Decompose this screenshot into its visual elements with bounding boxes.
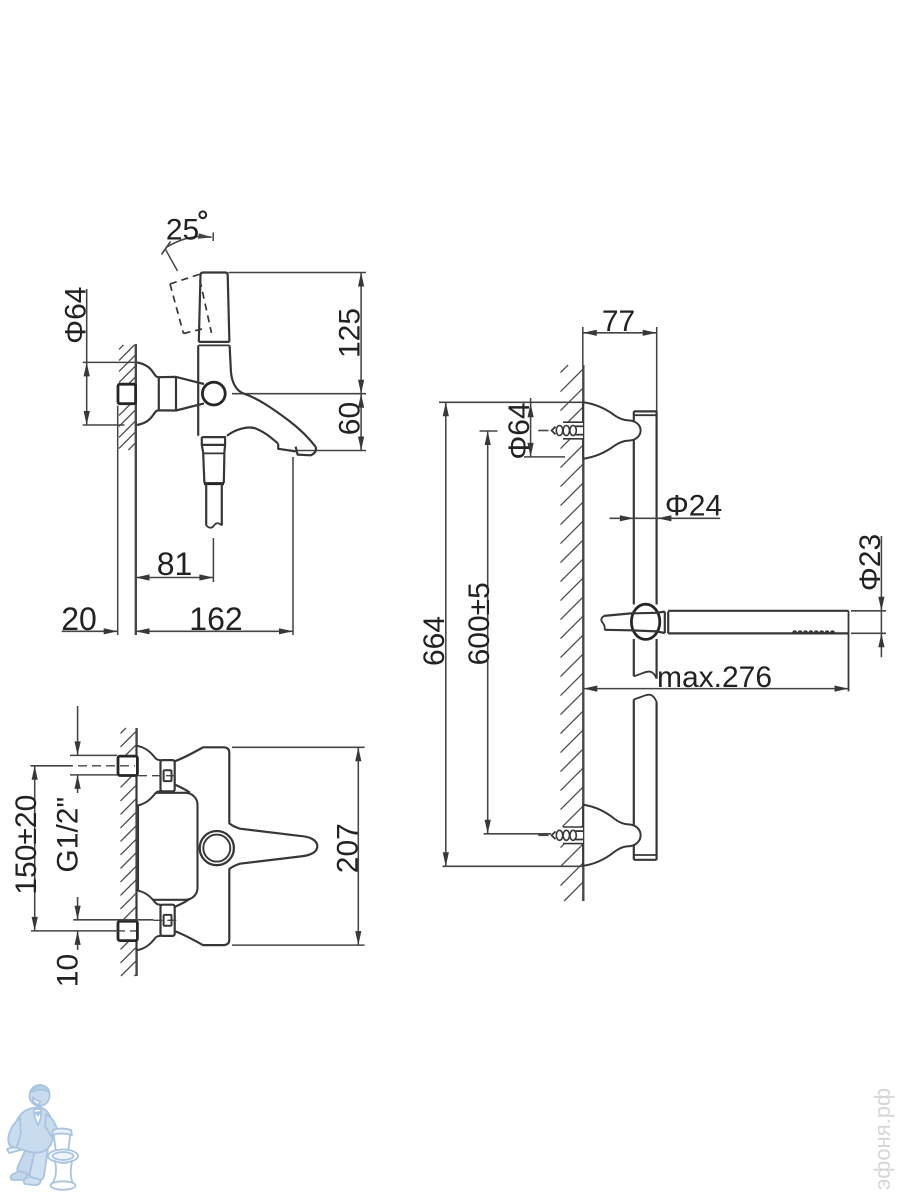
- svg-text:10: 10: [51, 954, 84, 987]
- svg-text:Φ64: Φ64: [60, 287, 93, 344]
- svg-text:125: 125: [334, 308, 367, 358]
- svg-text:60: 60: [334, 402, 367, 435]
- svg-text:207: 207: [332, 823, 365, 873]
- svg-text:max.276: max.276: [657, 661, 772, 694]
- svg-text:150±20: 150±20: [10, 795, 43, 895]
- svg-text:600±5: 600±5: [463, 582, 496, 665]
- svg-text:25: 25: [166, 214, 199, 247]
- svg-text:664: 664: [418, 616, 451, 666]
- svg-text:Φ24: Φ24: [665, 490, 722, 523]
- svg-text:20: 20: [61, 601, 97, 637]
- svg-text:G1/2": G1/2": [51, 797, 84, 873]
- svg-text:Φ23: Φ23: [854, 534, 887, 591]
- svg-text:Φ64: Φ64: [503, 402, 536, 459]
- svg-text:эфоня.рф: эфоня.рф: [870, 1088, 895, 1190]
- svg-text:81: 81: [157, 546, 193, 582]
- svg-text:162: 162: [189, 601, 242, 637]
- svg-text:77: 77: [602, 305, 635, 338]
